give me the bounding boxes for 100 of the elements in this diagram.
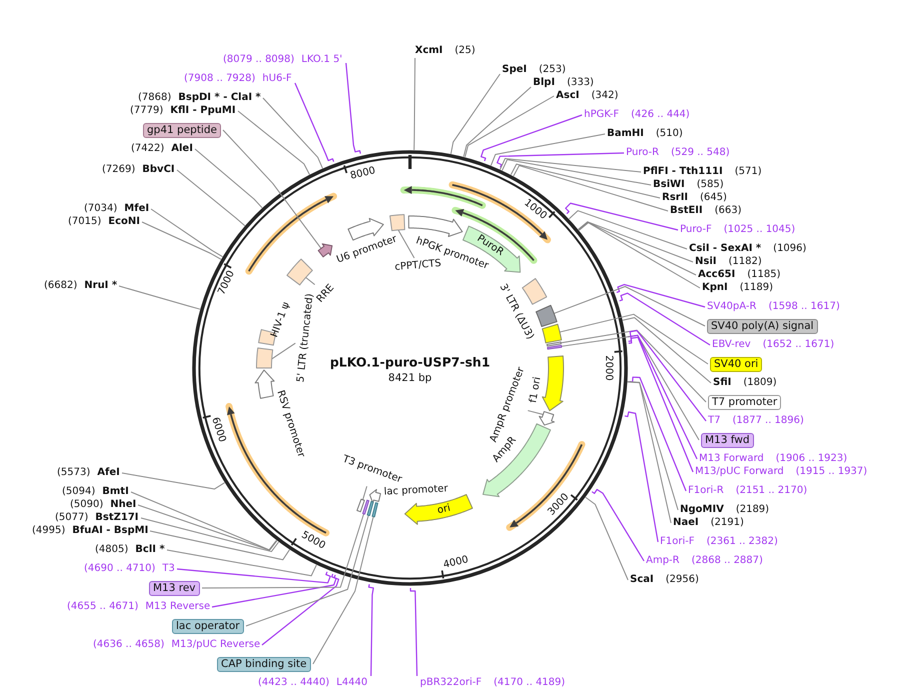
feature-mark xyxy=(546,341,562,347)
leader-line xyxy=(585,496,628,580)
primer-site-label: Puro-F (1025 .. 1045) xyxy=(680,224,796,236)
primer-site-label: (4690 .. 4710) T3 xyxy=(84,563,175,575)
leader-line xyxy=(312,516,374,664)
leader-line xyxy=(202,513,364,588)
feature-box xyxy=(256,347,274,368)
restriction-site-label: KpnI (1189) xyxy=(702,282,774,294)
primer-site-label: F1ori-R (2151 .. 2170) xyxy=(688,485,808,497)
restriction-site-label: (7779) KflI - PpuMI xyxy=(130,105,236,117)
leader-line xyxy=(627,381,678,510)
leader-line xyxy=(238,110,310,176)
peptide-feature xyxy=(318,243,333,258)
leader-line xyxy=(176,170,246,226)
origin-feature xyxy=(542,355,564,412)
restriction-site-label: (7034) MfeI xyxy=(84,203,150,215)
restriction-site-label: (5077) BstZ17I xyxy=(55,512,139,524)
primer-site-label: hPGK-F (426 .. 444) xyxy=(584,109,690,121)
leader-line xyxy=(630,376,687,492)
leader-line xyxy=(616,284,706,308)
feature-label: lac promoter xyxy=(384,483,448,499)
scale-label: 4000 xyxy=(442,554,470,572)
leader-line xyxy=(345,62,362,154)
primer-site-label: (4636 .. 4658) M13/pUC Reverse xyxy=(93,639,260,651)
leader-line xyxy=(142,222,222,260)
restriction-site-label: BstEII (663) xyxy=(670,205,742,217)
feature-label: HIV-1 ψ xyxy=(269,300,293,340)
primer-site-label: (7908 .. 7928) hU6-F xyxy=(184,73,292,85)
restriction-site-label: NgoMIV (2189) xyxy=(680,504,770,516)
leader-line xyxy=(500,158,642,172)
primer-site-label: Amp-R (2868 .. 2887) xyxy=(646,555,763,567)
leader-line xyxy=(138,504,278,551)
feature-mark xyxy=(356,498,365,512)
leader-line xyxy=(362,486,368,500)
feature-box xyxy=(286,258,313,286)
leader-line xyxy=(622,317,712,384)
feature-label: M13 rev xyxy=(149,580,200,596)
restriction-site-label: (7422) AleI xyxy=(131,143,193,155)
leader-line xyxy=(578,221,694,262)
feature-box xyxy=(536,304,558,327)
restriction-site-label: SfiI (1809) xyxy=(713,377,777,389)
restriction-site-label: CsiI - SexAI * (1096) xyxy=(689,243,806,255)
leader-line xyxy=(513,165,668,212)
leader-line xyxy=(568,210,688,250)
feature-label: 5' LTR (truncated) xyxy=(295,292,317,384)
leader-line xyxy=(578,222,696,276)
feature-label: f1 ori xyxy=(528,376,544,404)
restriction-site-label: XcmI (25) xyxy=(415,45,476,57)
feature-box xyxy=(389,214,406,232)
primer-site-label: F1ori-F (2361 .. 2382) xyxy=(660,536,778,548)
leader-line xyxy=(305,276,316,286)
leader-line xyxy=(271,342,296,360)
plasmid-length: 8421 bp xyxy=(388,372,432,384)
primer-site-label: SV40pA-R (1598 .. 1617) xyxy=(707,301,840,313)
primer-site-label: (8079 .. 8098) LKO.1 5' xyxy=(223,54,342,66)
leader-line xyxy=(150,208,224,258)
leader-line xyxy=(502,159,652,186)
leader-line xyxy=(368,584,374,676)
restriction-site-label: NaeI (2191) xyxy=(673,517,744,529)
plasmid-name: pLKO.1-puro-USP7-sh1 xyxy=(330,354,490,370)
feature-label: cPPT/CTS xyxy=(394,258,442,274)
leader-line xyxy=(118,286,201,310)
restriction-site-label: BlpI (333) xyxy=(533,77,594,89)
restriction-site-label: BsiWI (585) xyxy=(653,179,724,191)
leader-line xyxy=(262,98,324,169)
restriction-site-label: (7269) BbvCI xyxy=(102,164,175,176)
primer-site-label: T7 (1877 .. 1896) xyxy=(708,415,804,427)
leader-line xyxy=(619,292,710,346)
leader-line xyxy=(130,492,277,550)
leader-line xyxy=(212,574,337,608)
leader-line xyxy=(222,130,322,249)
leader-line xyxy=(410,588,418,676)
restriction-site-label: SpeI (253) xyxy=(502,64,566,76)
leader-line xyxy=(624,411,659,542)
primer-site-label: Puro-R (529 .. 548) xyxy=(626,147,730,159)
leader-line xyxy=(628,336,694,472)
restriction-site-label: (7868) BspDI * - ClaI * xyxy=(138,92,261,104)
restriction-site-label: (4995) BfuAI - BspMI xyxy=(32,525,148,537)
leader-line xyxy=(554,286,706,326)
leader-line xyxy=(560,330,706,402)
leader-line xyxy=(527,410,544,415)
leader-line xyxy=(565,202,678,231)
leader-line xyxy=(480,114,582,162)
scale-label: 2000 xyxy=(602,354,614,380)
leader-line xyxy=(122,472,226,490)
leader-line xyxy=(628,330,706,422)
leader-line xyxy=(194,148,263,208)
feature-label: lac operator xyxy=(172,618,244,634)
promoter-feature xyxy=(254,370,275,399)
leader-line xyxy=(140,518,280,552)
leader-line xyxy=(176,568,331,584)
origin-feature xyxy=(404,494,473,525)
feature-box xyxy=(542,324,562,344)
leader-line xyxy=(166,550,317,576)
leader-line xyxy=(490,134,606,166)
leader-line xyxy=(560,334,700,440)
primer-site-label: (4423 .. 4440) L4440 xyxy=(258,677,368,689)
restriction-site-label: (5573) AfeI xyxy=(57,467,120,479)
restriction-site-label: (5094) BmtI xyxy=(62,486,129,498)
feature-label: ori xyxy=(436,502,452,518)
